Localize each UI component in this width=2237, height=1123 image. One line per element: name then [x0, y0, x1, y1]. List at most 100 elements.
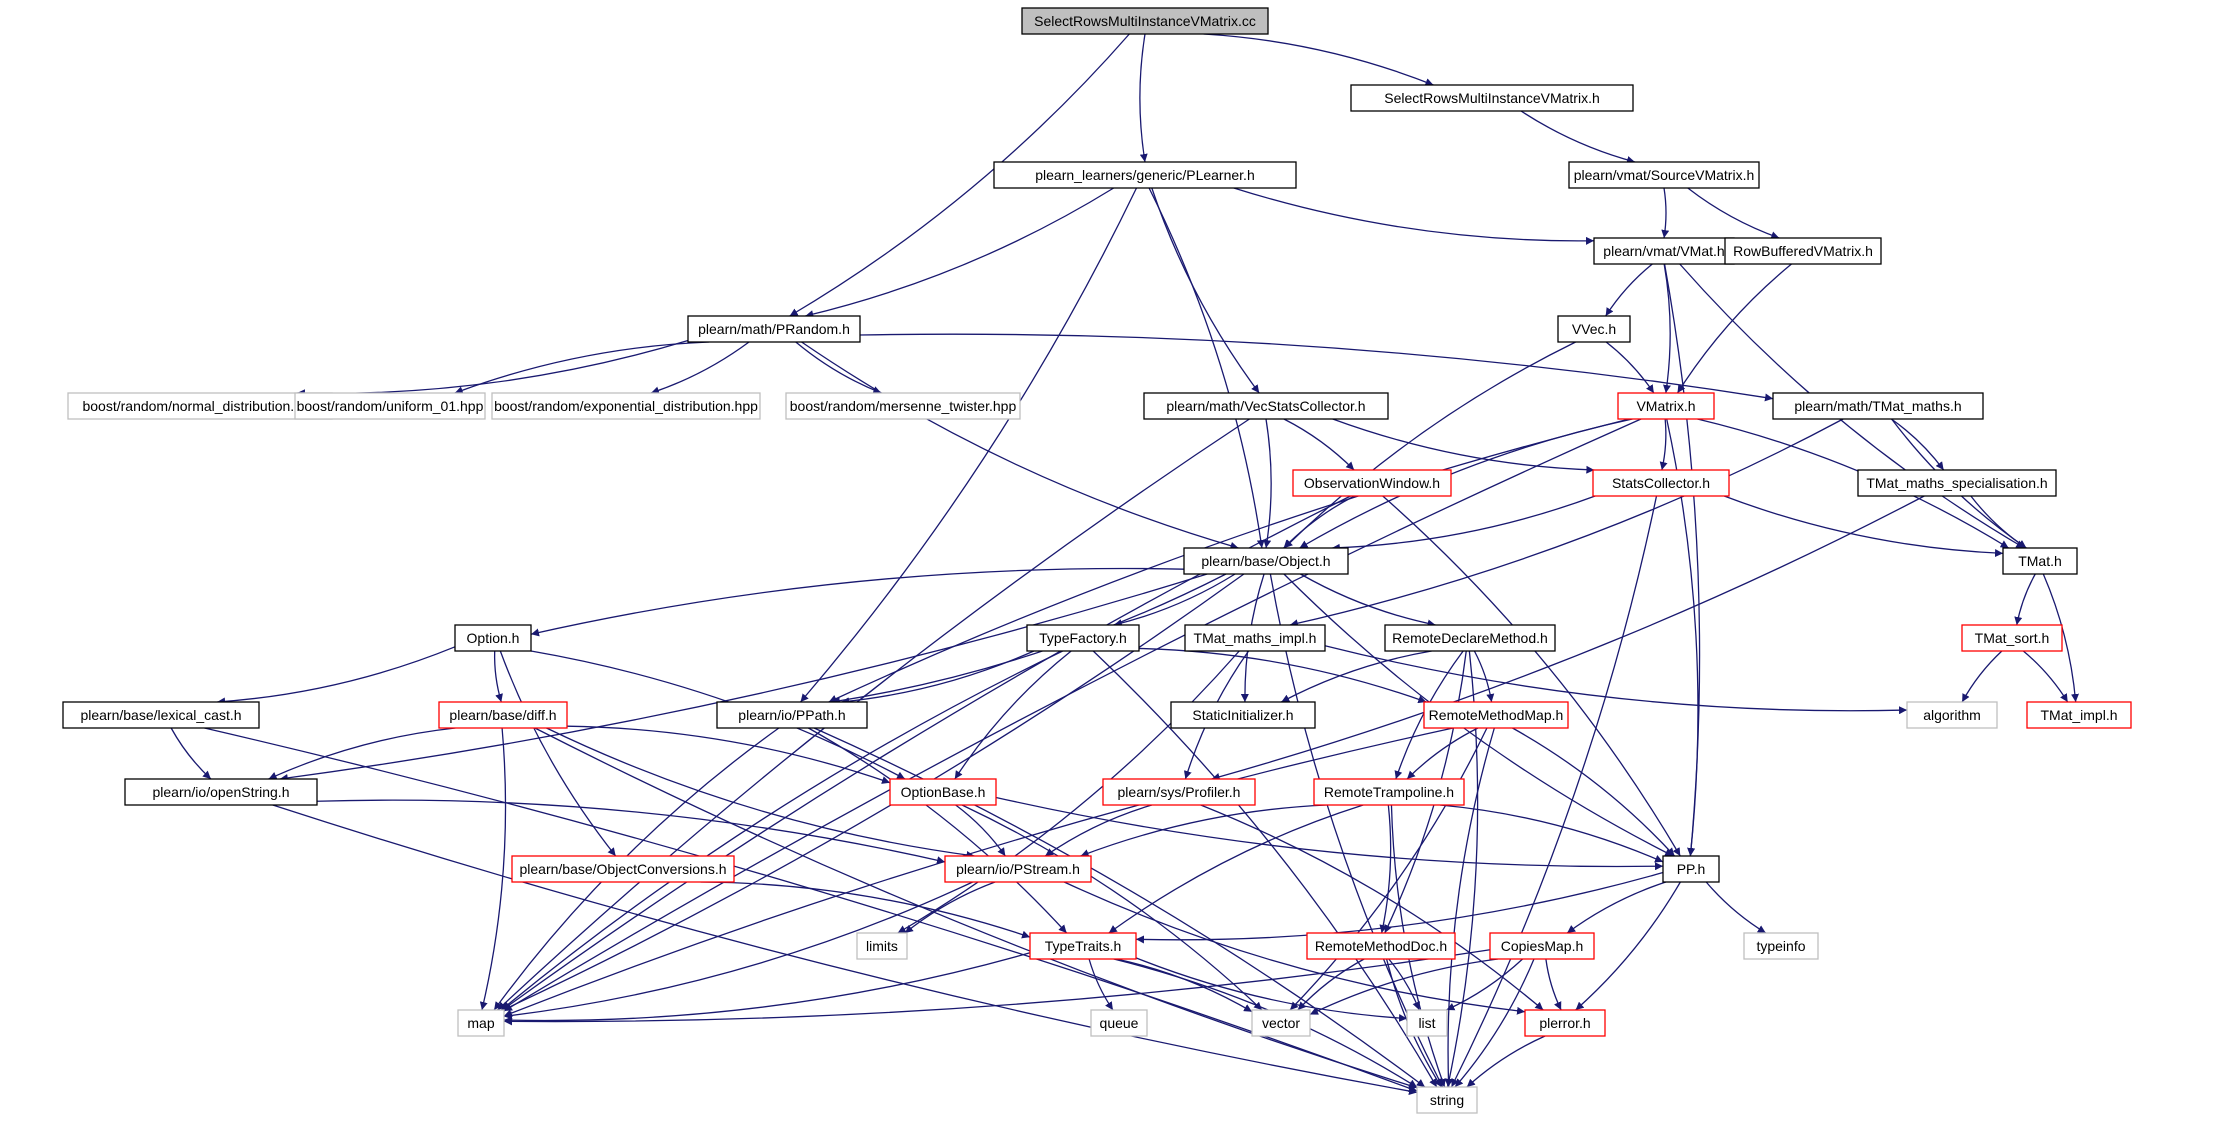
node-label: plearn/base/ObjectConversions.h: [519, 861, 726, 877]
edge-tmath-to-tmatimpl: [2042, 573, 2079, 703]
node-pstream[interactable]: plearn/io/PStream.h: [944, 855, 1092, 883]
node-box: [1306, 932, 1456, 960]
node-option[interactable]: Option.h: [454, 624, 532, 652]
nodes-layer: SelectRowsMultiInstanceVMatrix.ccSelectR…: [62, 7, 2132, 1114]
node-ppath[interactable]: plearn/io/PPath.h: [716, 701, 868, 729]
node-box: [1170, 701, 1316, 729]
node-label: plearn/io/PStream.h: [956, 861, 1080, 877]
node-plearner[interactable]: plearn_learners/generic/PLearner.h: [993, 161, 1297, 189]
node-box: [1026, 624, 1140, 652]
node-plerror[interactable]: plerror.h: [1524, 1009, 1606, 1037]
node-remotemdoc[interactable]: RemoteMethodDoc.h: [1306, 932, 1456, 960]
edge-remotemdoc-to-vector: [1297, 958, 1365, 1011]
node-string[interactable]: string: [1416, 1086, 1478, 1114]
edge-vvec-to-object: [1283, 341, 1576, 549]
node-obswin[interactable]: ObservationWindow.h: [1292, 469, 1452, 497]
node-label: plearn_learners/generic/PLearner.h: [1035, 167, 1254, 183]
node-box: [1524, 1009, 1606, 1037]
node-mersenne[interactable]: boost/random/mersenne_twister.hpp: [785, 392, 1021, 420]
edge-sourcevm-to-vmath: [1661, 187, 1670, 239]
node-normal[interactable]: boost/random/normal_distribution.hpp: [67, 392, 333, 420]
node-tmatsort[interactable]: TMat_sort.h: [1961, 624, 2063, 652]
node-vector[interactable]: vector: [1251, 1009, 1311, 1037]
node-remotetramp[interactable]: RemoteTrampoline.h: [1313, 778, 1465, 806]
node-lexcast[interactable]: plearn/base/lexical_cast.h: [62, 701, 260, 729]
node-remotemm[interactable]: RemoteMethodMap.h: [1423, 701, 1569, 729]
node-limits[interactable]: limits: [856, 932, 908, 960]
node-profiler[interactable]: plearn/sys/Profiler.h: [1102, 778, 1256, 806]
edge-tmatmaths-to-tmatimplm: [1289, 418, 1844, 628]
node-remotedecl[interactable]: RemoteDeclareMethod.h: [1384, 624, 1556, 652]
node-box: [2026, 701, 2132, 729]
node-label: TMat_sort.h: [1975, 630, 2050, 646]
node-box: [1184, 624, 1326, 652]
node-root[interactable]: SelectRowsMultiInstanceVMatrix.cc: [1021, 7, 1269, 35]
edge-pp-to-typetraits: [1135, 871, 1664, 944]
edge-remotemm-to-map: [503, 727, 1454, 1017]
node-tmath[interactable]: TMat.h: [2002, 547, 2078, 575]
edge-remotemm-to-vector: [1289, 727, 1488, 1011]
node-srmh[interactable]: SelectRowsMultiInstanceVMatrix.h: [1350, 84, 1634, 112]
node-object[interactable]: plearn/base/Object.h: [1183, 547, 1349, 575]
edge-object-to-ppath: [831, 573, 1227, 705]
node-label: OptionBase.h: [901, 784, 986, 800]
edge-objconv-to-typetraits: [700, 881, 1031, 939]
edge-pstream-to-map: [503, 881, 973, 1020]
edge-object-to-pp: [1283, 573, 1674, 857]
node-sourcevm[interactable]: plearn/vmat/SourceVMatrix.h: [1568, 161, 1760, 189]
node-objconv[interactable]: plearn/base/ObjectConversions.h: [511, 855, 735, 883]
node-tmatimplm[interactable]: TMat_maths_impl.h: [1184, 624, 1326, 652]
node-copiesmap[interactable]: CopiesMap.h: [1489, 932, 1595, 960]
node-typefactory[interactable]: TypeFactory.h: [1026, 624, 1140, 652]
node-box: [1251, 1009, 1311, 1037]
node-label: plearn/vmat/SourceVMatrix.h: [1574, 167, 1755, 183]
node-box: [1090, 1009, 1148, 1037]
node-tmatimpl[interactable]: TMat_impl.h: [2026, 701, 2132, 729]
node-vmatrix[interactable]: VMatrix.h: [1617, 392, 1715, 420]
node-vecstats[interactable]: plearn/math/VecStatsCollector.h: [1143, 392, 1389, 420]
node-algorithm[interactable]: algorithm: [1906, 701, 1998, 729]
node-box: [1906, 701, 1998, 729]
edge-typetraits-to-list: [1135, 957, 1408, 1023]
node-box: [1568, 161, 1760, 189]
node-rowbuf[interactable]: RowBufferedVMatrix.h: [1724, 237, 1882, 265]
node-vvec[interactable]: VVec.h: [1557, 315, 1631, 343]
node-prandom[interactable]: plearn/math/PRandom.h: [687, 315, 861, 343]
edge-remotemm-to-string: [1444, 727, 1495, 1088]
node-label: SelectRowsMultiInstanceVMatrix.cc: [1034, 13, 1256, 29]
node-pp[interactable]: PP.h: [1662, 855, 1720, 883]
node-label: boost/random/uniform_01.hpp: [297, 398, 484, 414]
node-typetraits[interactable]: TypeTraits.h: [1029, 932, 1137, 960]
edge-remotetramp-to-pp: [1439, 804, 1664, 863]
node-diff[interactable]: plearn/base/diff.h: [438, 701, 568, 729]
edge-srmh-to-sourcevm: [1520, 110, 1636, 164]
edge-remotedecl-to-staticinit: [1281, 650, 1432, 703]
node-box: [1617, 392, 1715, 420]
node-optionbase[interactable]: OptionBase.h: [889, 778, 997, 806]
node-tmatmaths[interactable]: plearn/math/TMat_maths.h: [1772, 392, 1984, 420]
node-box: [856, 932, 908, 960]
node-map[interactable]: map: [457, 1009, 505, 1037]
edge-tmatspec-to-profiler: [1211, 495, 1925, 781]
node-box: [1021, 7, 1269, 35]
node-typeinfo[interactable]: typeinfo: [1743, 932, 1819, 960]
edge-typefactory-to-remotemm: [1138, 647, 1427, 704]
edge-openstring-to-string: [272, 804, 1418, 1095]
edge-tmatsort-to-algorithm: [1961, 650, 2003, 703]
node-label: boost/random/exponential_distribution.hp…: [494, 398, 758, 414]
node-tmatspec[interactable]: TMat_maths_specialisation.h: [1857, 469, 2057, 497]
node-vmath[interactable]: plearn/vmat/VMat.h: [1593, 237, 1735, 265]
node-openstring[interactable]: plearn/io/openString.h: [124, 778, 318, 806]
node-uniform[interactable]: boost/random/uniform_01.hpp: [294, 392, 486, 420]
edge-pp-to-typeinfo: [1705, 881, 1767, 934]
node-statscoll[interactable]: StatsCollector.h: [1592, 469, 1730, 497]
node-queue[interactable]: queue: [1090, 1009, 1148, 1037]
node-expo[interactable]: boost/random/exponential_distribution.hp…: [491, 392, 761, 420]
edge-option-to-objconv: [499, 650, 617, 857]
edge-lexcast-to-string: [204, 727, 1418, 1092]
node-staticinit[interactable]: StaticInitializer.h: [1170, 701, 1316, 729]
node-label: plearn/base/lexical_cast.h: [80, 707, 241, 723]
node-label: plearn/vmat/VMat.h: [1603, 243, 1724, 259]
node-list[interactable]: list: [1406, 1009, 1448, 1037]
edge-lexcast-to-openstring: [170, 727, 212, 780]
